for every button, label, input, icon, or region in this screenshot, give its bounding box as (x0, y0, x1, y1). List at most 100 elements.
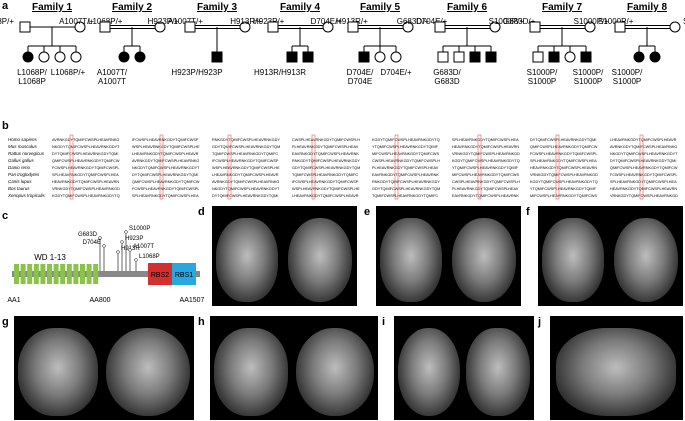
mutation-marker (98, 236, 102, 240)
family-title: Family 8 (627, 2, 667, 13)
sequence-block: WSPLHEAVRNKGDYTQMIFCWSPLHE (292, 187, 360, 191)
mutation-marker (120, 240, 124, 244)
child-female (649, 51, 661, 63)
panel-label-a: a (2, 0, 9, 12)
affected-genotype-2: S1000P/S1000P (573, 68, 604, 86)
mother-circle (402, 21, 414, 33)
sequence-block: CWSPLHEAVRNKGDYTQMIFCWSPLH (452, 180, 520, 184)
carrier-genotype: D704E/+ (380, 68, 412, 77)
affected-genotype: L1068P/L1068P (17, 68, 48, 86)
affected-genotype: H913R/H913R (254, 68, 306, 77)
species-label: Bos taurus (8, 186, 30, 191)
sequence-block: QMIFCWSPLHEAVRNKGDYTQMIFCW (132, 180, 200, 184)
father-square (267, 21, 279, 33)
child-female (70, 51, 82, 63)
family-title: Family 2 (112, 2, 152, 13)
affected-genotype: S1000P/S1000P (612, 68, 643, 86)
sequence-block: AVRNKGDYTQMIFCWSPLHEAVRNKG (610, 145, 677, 149)
pedigree-family-5: Family 5 D704E/+ D704E/+ D704E/D704E D704E/+ (311, 2, 448, 86)
mri-coronal (106, 328, 190, 416)
mri-panel-f (538, 206, 683, 306)
mutation-highlight-box (69, 134, 74, 200)
mother-circle (584, 21, 596, 33)
sequence-block: AVRNKGDYTQMIFCWSPLHEAVRNKG (212, 180, 279, 184)
sequence-block: EAVRNKGDYTQMIFCWSPLHEAVRNK (452, 194, 519, 198)
sequence-block: FCWSPLHEAVRNKGDYTQMIFCWSPL (132, 187, 199, 191)
panel-label-d: d (198, 206, 205, 218)
sequence-block: NKGDYTQMIFCWSPLHEAVRNKGDYT (52, 145, 120, 149)
panel-label-j: j (538, 316, 542, 328)
child-male (548, 51, 560, 63)
sequence-block: SPLHEAVRNKGDYTQMIFCWSPLHEA (452, 138, 519, 142)
wd-repeat (66, 264, 72, 284)
species-label: Homo sapiens (8, 137, 38, 142)
mother-circle (154, 21, 166, 33)
child-male (453, 51, 465, 63)
sequence-block: FCWSPLHEAVRNKGDYTQMIFCWSPL (52, 166, 119, 170)
sequence-block: CWSPLHEAVRNKGDYTQMIFCWSPLH (292, 138, 360, 142)
mutation-highlight-box (555, 134, 560, 200)
parent1-genotype: G683D/+ (397, 17, 430, 26)
mutation-highlight-box (639, 134, 644, 200)
mri-panel-d (212, 206, 357, 306)
sequence-block: SPLHEAVRNKGDYTQMIFCWSPLHEA (530, 159, 597, 163)
sequence-block: KGDYTQMIFCWSPLHEAVRNKGDYTQ (52, 194, 120, 198)
mri-title-d: Family 1 (236, 206, 277, 217)
wd-repeat (80, 264, 85, 284)
panel-label-i: i (382, 316, 386, 328)
sequence-block: QMIFCWSPLHEAVRNKGDYTQMIFCW (530, 145, 598, 149)
sequence-block: QMIFCWSPLHEAVRNKGDYTQMIFCW (52, 159, 120, 163)
parent2-genotype: D704E/+ (416, 17, 448, 26)
family-title: Family 5 (360, 2, 400, 13)
rbs2-domain (148, 263, 172, 285)
aa1-label: AA1 (7, 297, 20, 304)
sequence-block: IFCWSPLHEAVRNKGDYTQMIFCWSP (132, 138, 199, 142)
mutation-marker (128, 248, 132, 252)
mutation-highlight-box (311, 134, 316, 200)
species-label: Danio rerio (8, 165, 31, 170)
child-female (134, 51, 146, 63)
mri-title-e: Family 2 (398, 206, 439, 217)
child-male (358, 51, 370, 63)
child-female (54, 51, 66, 63)
sequence-block: HEAVRNKGDYTQMIFCWSPLHEAVRN (52, 180, 119, 184)
parent2-genotype: G683D/+ (503, 17, 536, 26)
sequence-block: RNKGDYTQMIFCWSPLHEAVRNKGDY (212, 138, 280, 142)
sequence-block: MIFCWSPLHEAVRNKGDYTQMIFCWS (372, 152, 439, 156)
sequence-block: EAVRNKGDYTQMIFCWSPLHEAVRNK (372, 173, 439, 177)
mutation-marker (116, 250, 120, 254)
parent1-genotype: L1068P/+ (0, 17, 14, 26)
affected-genotype: D704E/D704E (347, 68, 374, 86)
mri-title-h: Family 6 (222, 316, 263, 327)
child-female (564, 51, 576, 63)
child-male (302, 51, 314, 63)
wd-repeat (60, 264, 66, 284)
sequence-block: TQMIFCWSPLHEAVRNKGDYTQMIFC (292, 173, 358, 177)
sequence-block: LHEAVRNKGDYTQMIFCWSPLHEAVR (132, 152, 199, 156)
species-label: Gallus gallus (8, 158, 35, 163)
mri-coronal (452, 218, 516, 302)
child-male (580, 51, 592, 63)
panel-label-e: e (364, 206, 371, 218)
sequence-block: LHEAVRNKGDYTQMIFCWSPLHEAVR (292, 194, 359, 198)
wd-repeat (20, 264, 26, 284)
mri-panel-j (550, 316, 683, 420)
sequence-block: VRNKGDYTQMIFCWSPLHEAVRNKGD (452, 152, 520, 156)
sequence-block: TQMIFCWSPLHEAVRNKGDYTQMIFC (212, 152, 278, 156)
parent1-genotype: D704E/+ (311, 17, 343, 26)
panel-label-b: b (2, 120, 9, 132)
pedigree-panel: Family 1L1068P/+L1068P/+L1068P/L1068PL10… (0, 2, 685, 86)
sequence-block: FCWSPLHEAVRNKGDYTQMIFCWSPL (530, 152, 597, 156)
sequence-block: WSPLHEAVRNKGDYTQMIFCWSPLHE (132, 145, 200, 149)
sequence-block: HEAVRNKGDYTQMIFCWSPLHEAVRN (452, 145, 519, 149)
sequence-block: KGDYTQMIFCWSPLHEAVRNKGDYTQ (372, 138, 440, 142)
mri-sagittal (216, 218, 278, 302)
mri-title-g: Family 5 (22, 316, 63, 327)
family-title: Family 4 (280, 2, 320, 13)
sequence-block: PLHEAVRNKGDYTQMIFCWSPLHEAV (452, 187, 519, 191)
